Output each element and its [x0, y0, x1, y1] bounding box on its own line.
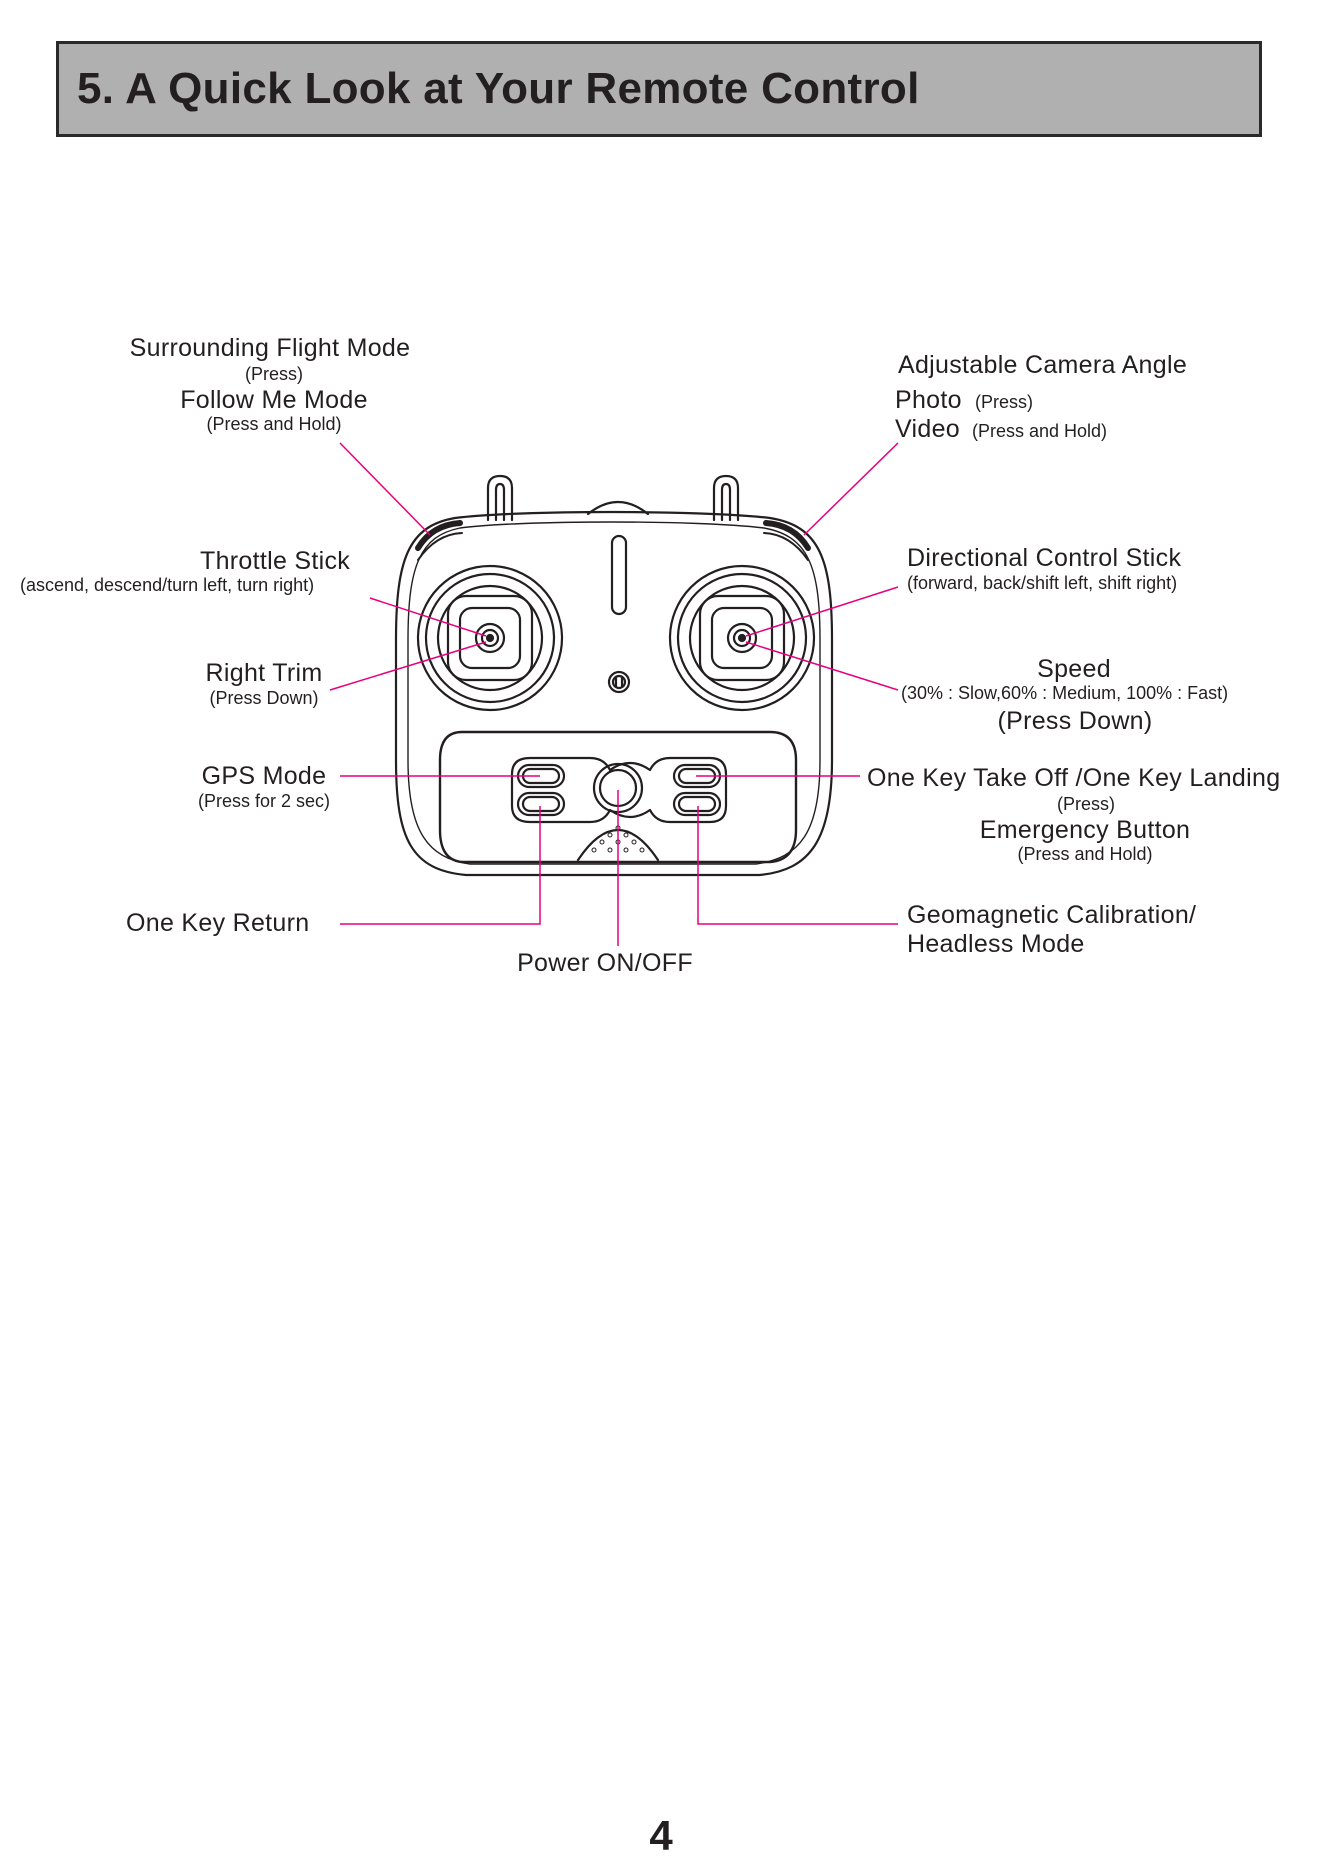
follow-me-mode-label: Follow Me Mode	[180, 386, 368, 414]
right-shoulder-button	[763, 520, 811, 561]
adjustable-camera-angle-label: Adjustable Camera Angle	[898, 351, 1188, 379]
page-title: 5. A Quick Look at Your Remote Control	[77, 64, 920, 113]
right-antenna	[712, 474, 740, 522]
leader-directional-stick	[745, 586, 899, 637]
video-press-hold-note: (Press and Hold)	[972, 421, 1108, 441]
video-label: Video	[895, 415, 960, 443]
directional-stick-gimbal	[668, 564, 816, 712]
photo-press-note: (Press)	[975, 392, 1033, 412]
gps-mode-label: GPS Mode	[201, 762, 327, 790]
one-key-return-button	[516, 791, 566, 817]
takeoff-landing-label: One Key Take Off /One Key Landing	[867, 764, 1281, 792]
leader-one-key-return	[340, 806, 541, 925]
leader-geomagnetic	[697, 806, 898, 925]
leader-right-trim	[329, 641, 487, 691]
takeoff-press-note: (Press)	[1057, 794, 1115, 814]
throttle-stick-gimbal	[416, 564, 564, 712]
left-antenna	[486, 474, 514, 522]
surrounding-press-note: (Press)	[245, 364, 303, 384]
calibration-headless-button	[672, 791, 722, 817]
headless-mode-label: Headless Mode	[907, 930, 1085, 958]
right-trim-label: Right Trim	[205, 659, 323, 687]
controller-body	[394, 510, 834, 877]
top-bump	[586, 501, 650, 516]
leader-follow-me	[339, 442, 431, 536]
speed-label: Speed	[1037, 655, 1111, 683]
photo-label: Photo	[895, 386, 962, 414]
gps-mode-press-note: (Press for 2 sec)	[197, 791, 331, 811]
button-cluster	[510, 756, 728, 824]
headless-indicator-icon	[607, 670, 631, 694]
speed-press-down-note: (Press Down)	[997, 707, 1153, 735]
speed-description: (30% : Slow,60% : Medium, 100% : Fast)	[901, 683, 1229, 703]
speaker-dots	[591, 825, 645, 853]
geomagnetic-calibration-label: Geomagnetic Calibration/	[907, 901, 1197, 929]
left-shoulder-button	[415, 520, 463, 561]
one-key-return-label: One Key Return	[126, 909, 310, 937]
leader-throttle-stick	[369, 597, 487, 637]
button-panel	[438, 730, 798, 864]
surrounding-flight-mode-label: Surrounding Flight Mode	[129, 334, 411, 362]
page-number: 4	[649, 1812, 673, 1859]
power-on-off-label: Power ON/OFF	[517, 949, 693, 977]
status-slot	[610, 534, 628, 616]
section-header: 5. A Quick Look at Your Remote Control	[56, 41, 1262, 137]
throttle-stick-label: Throttle Stick	[200, 547, 351, 575]
leader-speed	[745, 641, 899, 691]
directional-control-stick-label: Directional Control Stick	[907, 544, 1182, 572]
follow-me-press-hold-note: (Press and Hold)	[206, 414, 342, 434]
leader-camera-angle	[803, 442, 899, 536]
throttle-stick-description: (ascend, descend/turn left, turn right)	[20, 575, 315, 595]
emergency-button-label: Emergency Button	[979, 816, 1191, 844]
right-trim-press-note: (Press Down)	[209, 688, 319, 708]
controller-body-inner	[407, 521, 821, 865]
directional-stick-description: (forward, back/shift left, shift right)	[907, 573, 1178, 593]
emergency-press-hold-note: (Press and Hold)	[1017, 844, 1153, 864]
